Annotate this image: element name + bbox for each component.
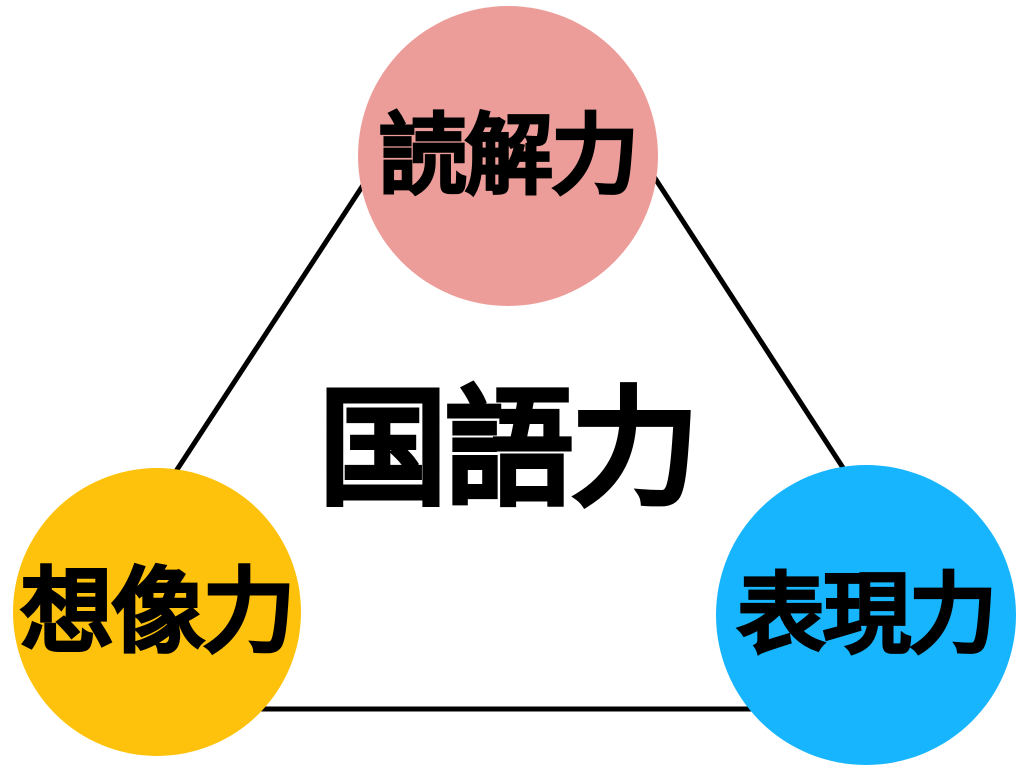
node-expression-label: 表現力	[736, 563, 998, 666]
node-imagination-label: 想像力	[20, 557, 297, 666]
node-imagination-circle: 想像力	[13, 468, 301, 756]
node-expression-circle: 表現力	[716, 465, 1016, 765]
node-reading-label: 読解力	[378, 104, 640, 207]
diagram-title: 国語力	[317, 375, 700, 524]
node-reading-circle: 読解力	[358, 6, 658, 306]
